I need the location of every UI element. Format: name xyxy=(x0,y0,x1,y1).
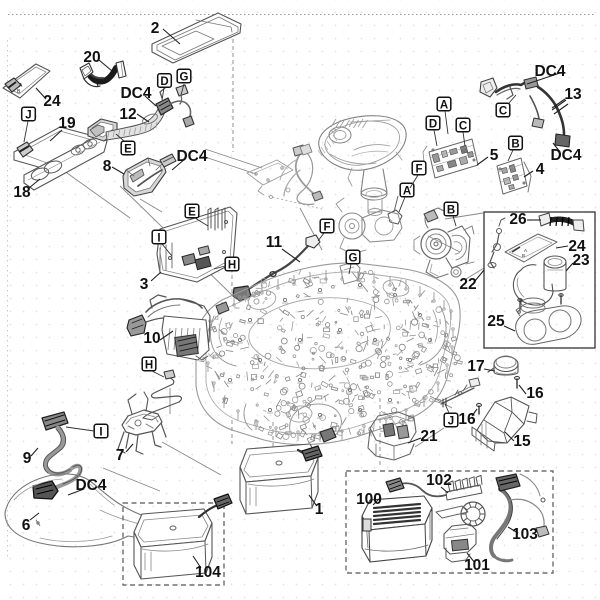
svg-text:26: 26 xyxy=(509,211,527,228)
svg-text:DC4: DC4 xyxy=(534,63,565,80)
svg-text:B: B xyxy=(447,204,455,216)
svg-text:F: F xyxy=(323,221,330,233)
svg-text:A: A xyxy=(19,83,23,89)
svg-text:24: 24 xyxy=(43,93,61,110)
svg-text:G: G xyxy=(349,252,358,264)
svg-text:21: 21 xyxy=(420,428,438,445)
svg-text:J: J xyxy=(25,109,31,121)
svg-text:A: A xyxy=(403,185,411,197)
svg-text:15: 15 xyxy=(513,433,531,450)
svg-text:100: 100 xyxy=(356,491,382,508)
svg-text:19: 19 xyxy=(58,115,76,132)
svg-text:22: 22 xyxy=(459,276,476,293)
svg-text:103: 103 xyxy=(512,526,538,543)
svg-text:E: E xyxy=(124,143,132,155)
svg-text:B: B xyxy=(17,89,21,95)
svg-text:13: 13 xyxy=(564,86,582,103)
svg-text:6: 6 xyxy=(22,517,31,534)
svg-text:B: B xyxy=(511,138,519,150)
svg-text:DC4: DC4 xyxy=(550,147,581,164)
svg-text:H: H xyxy=(228,259,236,271)
svg-text:DC4: DC4 xyxy=(176,148,207,165)
svg-text:DC4: DC4 xyxy=(75,477,106,494)
svg-text:I: I xyxy=(99,426,102,438)
svg-text:2: 2 xyxy=(151,20,160,37)
svg-text:20: 20 xyxy=(83,49,100,66)
svg-text:3: 3 xyxy=(140,276,149,293)
svg-text:12: 12 xyxy=(119,106,136,123)
svg-text:8: 8 xyxy=(103,158,112,175)
svg-text:A: A xyxy=(440,99,448,111)
svg-text:101: 101 xyxy=(464,557,490,574)
svg-text:16: 16 xyxy=(458,411,476,428)
svg-text:D: D xyxy=(429,118,437,130)
svg-text:25: 25 xyxy=(487,313,505,330)
svg-text:I: I xyxy=(157,232,160,244)
svg-text:C: C xyxy=(459,120,467,132)
svg-text:7: 7 xyxy=(116,447,125,464)
svg-text:C: C xyxy=(499,105,507,117)
svg-text:B: B xyxy=(522,253,525,258)
svg-text:10: 10 xyxy=(143,330,160,347)
svg-text:17: 17 xyxy=(467,358,484,375)
svg-text:F: F xyxy=(415,163,422,175)
svg-text:16: 16 xyxy=(526,385,544,402)
svg-text:4: 4 xyxy=(536,161,545,178)
svg-text:J: J xyxy=(448,415,454,427)
svg-text:1: 1 xyxy=(315,501,324,518)
svg-text:E: E xyxy=(188,206,196,218)
svg-text:H: H xyxy=(145,359,153,371)
svg-text:23: 23 xyxy=(572,252,590,269)
svg-text:5: 5 xyxy=(490,147,499,164)
svg-text:9: 9 xyxy=(23,450,32,467)
svg-text:A: A xyxy=(524,248,527,253)
svg-text:18: 18 xyxy=(13,184,31,201)
svg-text:11: 11 xyxy=(266,234,283,251)
svg-text:D: D xyxy=(160,76,168,88)
svg-text:104: 104 xyxy=(195,564,221,581)
svg-text:102: 102 xyxy=(426,472,452,489)
svg-text:G: G xyxy=(180,71,189,83)
svg-text:DC4: DC4 xyxy=(120,85,151,102)
svg-text:24: 24 xyxy=(568,238,586,255)
